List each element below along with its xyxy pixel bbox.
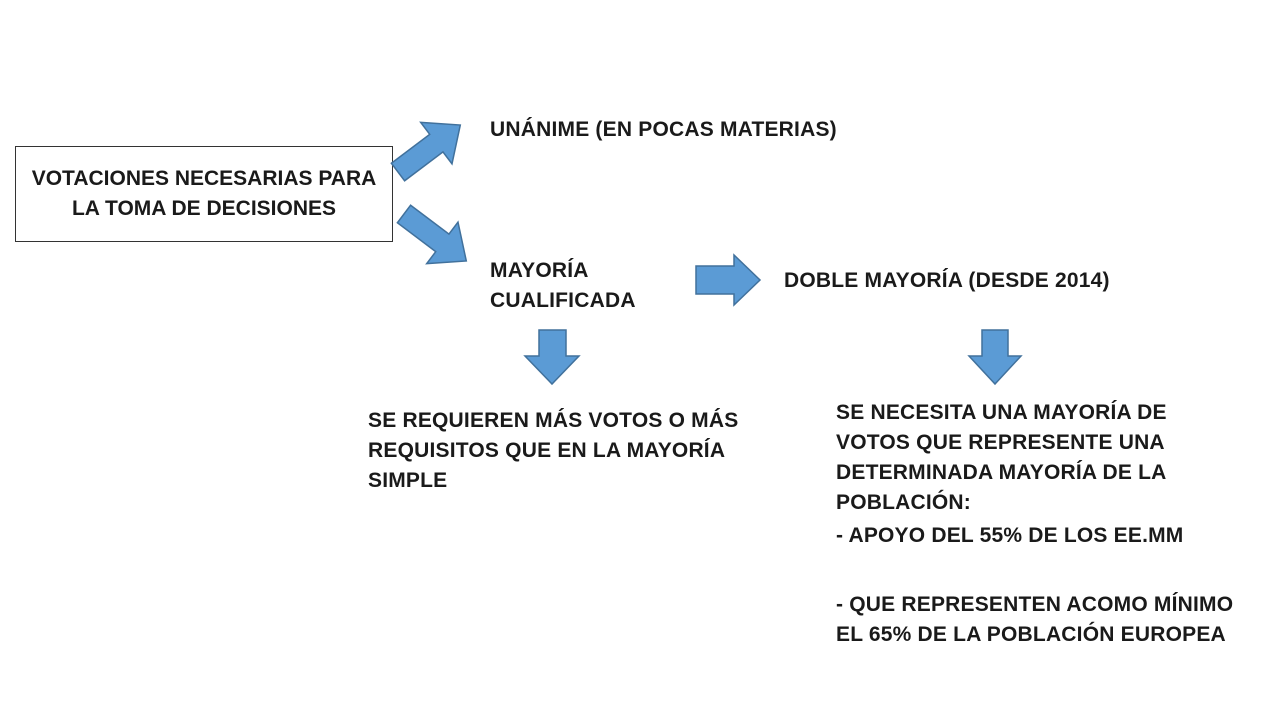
node-requieren-votos: SE REQUIEREN MÁS VOTOS O MÁS REQUISITOS … bbox=[368, 409, 739, 492]
arrow-down-left-icon bbox=[523, 329, 581, 386]
root-node-label: VOTACIONES NECESARIAS PARA LA TOMA DE DE… bbox=[31, 167, 377, 220]
arrow-up-right-icon bbox=[390, 121, 462, 182]
node-unanime: UNÁNIME (EN POCAS MATERIAS) bbox=[490, 118, 837, 141]
node-necesita-mayoria: SE NECESITA UNA MAYORÍA DE VOTOS QUE REP… bbox=[836, 401, 1167, 514]
node-representen-65: - QUE REPRESENTEN ACOMO MÍNIMO EL 65% DE… bbox=[836, 593, 1234, 646]
arrow-down-right-icon bbox=[396, 204, 468, 265]
node-apoyo-55: - APOYO DEL 55% DE LOS EE.MM bbox=[836, 524, 1184, 547]
root-node-box: VOTACIONES NECESARIAS PARA LA TOMA DE DE… bbox=[15, 146, 393, 242]
arrow-right-icon bbox=[695, 253, 762, 307]
node-mayoria-cualificada: MAYORÍA CUALIFICADA bbox=[490, 259, 636, 312]
node-doble-mayoria: DOBLE MAYORÍA (DESDE 2014) bbox=[784, 269, 1110, 292]
arrow-down-right-column-icon bbox=[967, 329, 1023, 386]
